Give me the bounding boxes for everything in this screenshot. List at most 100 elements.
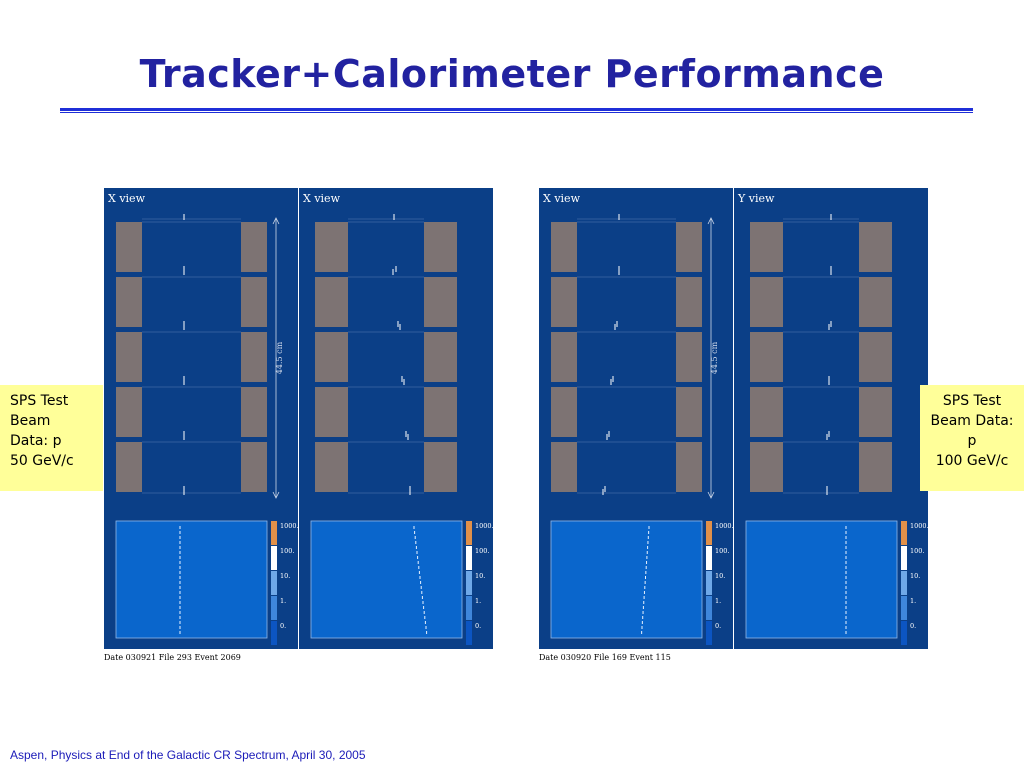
color-scale-label: 10. [280, 572, 290, 580]
panel-view-label: X view [108, 192, 145, 205]
color-scale-bin [901, 571, 907, 595]
calorimeter-view [310, 520, 463, 639]
tracker-tile [424, 332, 457, 382]
particle-symbol: p [52, 433, 62, 449]
tracker-tile [676, 387, 702, 437]
color-scale-label: 1. [280, 597, 286, 605]
color-scale-label: 1. [475, 597, 481, 605]
note-100gev: SPS Test Beam Data: p 100 GeV/c [920, 385, 1024, 491]
tracker-tile [859, 222, 892, 272]
color-scale-bin [706, 571, 712, 595]
calorimeter-view [745, 520, 898, 639]
tracker-tile [315, 222, 348, 272]
tracker-tile [424, 277, 457, 327]
tracker-tile [241, 332, 267, 382]
tracker-tile [676, 332, 702, 382]
detector-view: 1000.100.10.1.0. [310, 214, 493, 645]
tracker-tile [676, 277, 702, 327]
color-scale-label: 1000. [475, 522, 493, 530]
note-line: SPS Test [942, 393, 1002, 409]
tracker-tile [424, 442, 457, 492]
tracker-tile [750, 277, 783, 327]
tracker-tile [750, 332, 783, 382]
color-scale-bin [901, 621, 907, 645]
color-scale-label: 10. [475, 572, 485, 580]
footer-text: Aspen, Physics at End of the Galactic CR… [10, 748, 366, 762]
tracker-tile [551, 442, 577, 492]
event2-panel-yview: Y view 1000.100.10.1.0. [734, 188, 928, 649]
color-scale-bin [466, 546, 472, 570]
color-scale-label: 0. [280, 622, 286, 630]
note-line: SPS Test [10, 393, 69, 409]
tracker-tile [116, 222, 142, 272]
tracker-tile [551, 277, 577, 327]
tracker-tile [241, 387, 267, 437]
color-scale-bin [706, 546, 712, 570]
note-text: Data: [10, 433, 53, 449]
tracker-tile [859, 332, 892, 382]
tracker-tile [315, 442, 348, 492]
tracker-tile [676, 442, 702, 492]
color-scale-bin [706, 621, 712, 645]
tracker-tile [116, 277, 142, 327]
color-scale-bin [271, 621, 277, 645]
tracker-tile [551, 332, 577, 382]
tracker-tile [116, 332, 142, 382]
tracker-tile [315, 387, 348, 437]
color-scale-label: 0. [475, 622, 481, 630]
title-rule-thin [60, 112, 973, 113]
calorimeter-view [550, 520, 703, 639]
event2-info: Date 030920 File 169 Event 115 [539, 653, 671, 662]
tracker-tile [676, 222, 702, 272]
color-scale-label: 1. [715, 597, 721, 605]
color-scale-label: 1000. [280, 522, 298, 530]
color-scale-bin [271, 521, 277, 545]
dimension-label: 44.5 cm [710, 341, 719, 374]
note-line: 50 GeV/c [10, 453, 74, 469]
event1-info: Date 030921 File 293 Event 2069 [104, 653, 241, 662]
arrow-head [707, 491, 715, 499]
tracker-tile [750, 222, 783, 272]
panel-view-label: Y view [738, 192, 775, 205]
particle-symbol: p [967, 433, 977, 449]
color-scale-label: 0. [910, 622, 916, 630]
panel-view-label: X view [303, 192, 340, 205]
tracker-tile [241, 442, 267, 492]
color-scale-label: 100. [715, 547, 729, 555]
tracker-tile [116, 442, 142, 492]
panel-view-label: X view [543, 192, 580, 205]
color-scale-bin [271, 546, 277, 570]
tracker-tile [116, 387, 142, 437]
tracker-tile [424, 387, 457, 437]
calorimeter-view [115, 520, 268, 639]
color-scale-bin [466, 596, 472, 620]
color-scale-bin [901, 521, 907, 545]
color-scale-bin [271, 596, 277, 620]
tracker-tile [315, 277, 348, 327]
color-scale-bin [466, 571, 472, 595]
dimension-label: 44.5 cm [275, 341, 284, 374]
tracker-tile [859, 277, 892, 327]
tracker-tile [859, 442, 892, 492]
color-scale-label: 10. [910, 572, 920, 580]
title-rule [60, 108, 973, 111]
color-scale-bin [901, 596, 907, 620]
note-line: Data: p [10, 431, 95, 451]
color-scale-label: 1000. [910, 522, 928, 530]
color-scale-bin [466, 621, 472, 645]
color-scale-label: 10. [715, 572, 725, 580]
tracker-tile [859, 387, 892, 437]
color-scale-bin [706, 596, 712, 620]
note-50gev: SPS Test Beam Data: p 50 GeV/c [0, 385, 103, 491]
event1-panel-xview-2: X view 1000.100.10.1.0. [299, 188, 493, 649]
color-scale-bin [271, 571, 277, 595]
tracker-tile [551, 387, 577, 437]
color-scale-label: 1. [910, 597, 916, 605]
color-scale-label: 0. [715, 622, 721, 630]
tracker-tile [551, 222, 577, 272]
note-line: 100 GeV/c [935, 453, 1009, 469]
color-scale-bin [706, 521, 712, 545]
arrow-head [272, 217, 280, 225]
